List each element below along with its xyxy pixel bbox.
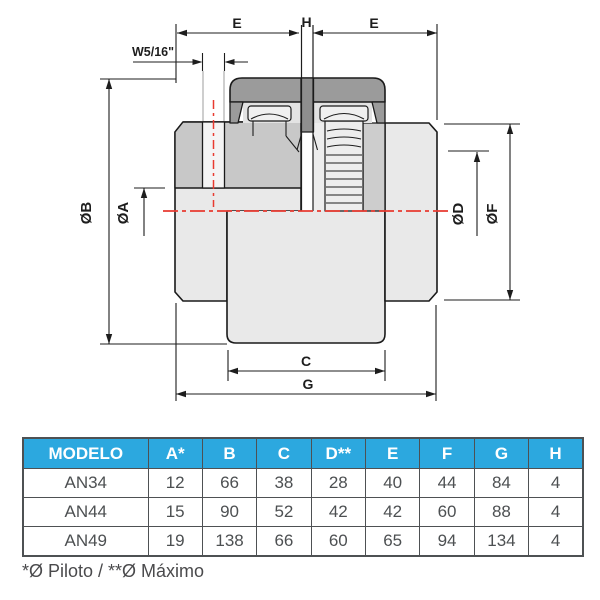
cell-model: AN34: [22, 468, 149, 498]
dimension-thread: W5/16": [132, 45, 248, 121]
dimension-dia-b: ØB: [78, 78, 227, 345]
column-header-h: H: [528, 437, 584, 469]
cell-value: 38: [256, 468, 312, 498]
coupling-section-drawing: E H E W5/16" ØB ØA ØD: [78, 14, 520, 401]
dimensions-table: MODELO A* B C D** E F G H AN34 12 66 38 …: [22, 437, 584, 557]
cell-value: 28: [310, 468, 367, 498]
dimension-g: G: [175, 303, 437, 401]
dim-label-dia-f: ØF: [484, 204, 501, 225]
cell-value: 94: [419, 526, 475, 557]
cell-value: 15: [147, 497, 203, 527]
dim-label-e-right: E: [369, 15, 378, 31]
dim-label-dia-d: ØD: [450, 203, 467, 226]
cell-value: 19: [147, 526, 203, 557]
column-header-modelo: MODELO: [22, 437, 149, 469]
column-header-a: A*: [147, 437, 203, 469]
cell-value: 40: [364, 468, 421, 498]
cell-value: 60: [310, 526, 367, 557]
dimension-dia-a: ØA: [115, 187, 165, 236]
dimension-dia-d: ØD: [448, 150, 489, 236]
clamp-screw-right: [319, 105, 369, 212]
dimension-c: C: [227, 350, 386, 381]
cell-model: AN44: [22, 497, 149, 527]
cell-value: 60: [419, 497, 475, 527]
table-header-row: MODELO A* B C D** E F G H: [22, 437, 584, 469]
dimension-e-h-e: E H E: [175, 14, 438, 120]
dim-label-c: C: [301, 353, 311, 369]
dim-label-dia-a: ØA: [115, 202, 132, 225]
cell-value: 84: [473, 468, 530, 498]
table-row: AN34 12 66 38 28 40 44 84 4: [22, 468, 584, 498]
column-header-g: G: [473, 437, 530, 469]
cell-value: 66: [256, 526, 312, 557]
dim-label-dia-b: ØB: [78, 202, 95, 225]
column-header-b: B: [201, 437, 258, 469]
column-header-f: F: [419, 437, 475, 469]
centerlines: [163, 100, 448, 212]
cell-value: 44: [419, 468, 475, 498]
dim-label-h: H: [301, 14, 311, 30]
cell-value: 42: [310, 497, 367, 527]
dim-label-g: G: [303, 376, 314, 392]
cell-value: 4: [528, 468, 584, 498]
cell-value: 65: [364, 526, 421, 557]
column-header-d: D**: [310, 437, 367, 469]
dim-label-e-left: E: [232, 15, 241, 31]
cell-value: 66: [201, 468, 258, 498]
footnote: *Ø Piloto / **Ø Máximo: [22, 561, 205, 581]
cell-value: 134: [473, 526, 530, 557]
center-gap: [296, 25, 319, 211]
cell-model: AN49: [22, 526, 149, 557]
clamp-screw-left: [247, 105, 300, 153]
dim-label-thread: W5/16": [132, 45, 174, 59]
cell-value: 52: [256, 497, 312, 527]
cell-value: 90: [201, 497, 258, 527]
cell-value: 12: [147, 468, 203, 498]
table-row: AN49 19 138 66 60 65 94 134 4: [22, 526, 584, 557]
table-row: AN44 15 90 52 42 42 60 88 4: [22, 497, 584, 527]
cell-value: 4: [528, 526, 584, 557]
cell-value: 4: [528, 497, 584, 527]
cell-value: 42: [364, 497, 421, 527]
column-header-c: C: [256, 437, 312, 469]
center-sleeve-lower: [226, 211, 386, 344]
dimension-dia-f: ØF: [444, 123, 520, 301]
cell-value: 138: [201, 526, 258, 557]
column-header-e: E: [364, 437, 421, 469]
cell-value: 88: [473, 497, 530, 527]
